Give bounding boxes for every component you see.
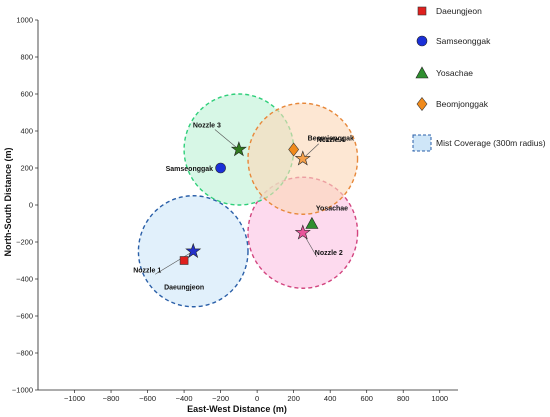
y-tick-label: −200 — [16, 238, 33, 247]
axes: −1000 −800 −600 −400 −200 0 200 400 600 800 1000 −1… — [12, 16, 458, 403]
nozzle-nozzle-1 — [185, 242, 202, 259]
y-tick-label: −600 — [16, 312, 33, 321]
y-tick-label: 0 — [29, 201, 33, 210]
x-tick-label: 400 — [324, 394, 337, 403]
annotation-daeungjeon: Daeungjeon — [164, 285, 204, 292]
y-tick-label: 400 — [20, 127, 33, 136]
coverage-circles — [137, 93, 359, 308]
x-axis-label: East-West Distance (m) — [187, 404, 287, 414]
legend: DaeungjeonSamseonggakYosachaeBeomjonggak… — [412, 6, 546, 152]
x-tick-label: 0 — [255, 394, 259, 403]
leader-nozzle-3 — [214, 129, 240, 150]
x-tick-label: 800 — [397, 394, 410, 403]
x-tick-label: −600 — [139, 394, 156, 403]
x-tick-label: 1000 — [431, 394, 448, 403]
markers — [179, 141, 319, 265]
nozzle-nozzle-4 — [294, 150, 311, 166]
marker-samseonggak — [215, 162, 226, 174]
x-tick-label: −800 — [103, 394, 120, 403]
y-tick-label: −400 — [16, 275, 33, 284]
x-tick-label: 200 — [287, 394, 300, 403]
y-axis-label: North-South Distance (m) — [3, 147, 13, 256]
y-tick-label: 1000 — [16, 16, 33, 25]
legend-label-samseonggak: Samseonggak — [436, 36, 491, 46]
marker-yosachae — [305, 216, 319, 229]
legend-label-mist-coverage-300m-radius: Mist Coverage (300m radius) — [436, 138, 546, 148]
x-tick-label: −1000 — [64, 394, 85, 403]
legend-swatch-mist-coverage — [412, 134, 432, 152]
legend-marker-yosachae — [415, 66, 429, 79]
nozzle-nozzle-3 — [230, 141, 247, 157]
marker-beomjonggak — [288, 142, 300, 157]
x-tick-label: −200 — [212, 394, 229, 403]
nozzle-nozzle-2 — [294, 224, 311, 240]
marker-daeungjeon — [179, 256, 189, 265]
y-tick-label: −1000 — [12, 386, 33, 395]
legend-label-daeungjeon: Daeungjeon — [436, 6, 482, 16]
legend-marker-samseonggak — [416, 35, 428, 47]
y-tick-label: 800 — [20, 53, 33, 62]
annotation-samseonggak: Samseonggak — [166, 166, 214, 173]
legend-label-beomjonggak: Beomjonggak — [436, 99, 489, 109]
annotation-yosachae: Yosachae — [316, 206, 348, 213]
x-tick-label: −400 — [176, 394, 193, 403]
annotations: Nozzle 3 Samseonggak Nczzle 4BeomjonggakYo… — [133, 123, 354, 292]
legend-marker-daeungjeon — [417, 6, 427, 16]
leader-nozzle-1 — [155, 250, 194, 275]
legend-marker-beomjonggak — [416, 97, 428, 111]
x-tick-label: 600 — [360, 394, 373, 403]
y-tick-label: −800 — [16, 349, 33, 358]
legend-label-yosachae: Yosachae — [436, 68, 473, 78]
annotation-beomjonggak: Beomjonggak — [308, 136, 354, 143]
y-tick-label: 200 — [20, 164, 33, 173]
annotation-nozzle-3: Nozzle 3 — [193, 123, 221, 130]
annotation-nczzle-4: Nczzle 4 — [317, 137, 345, 144]
annotation-nozzle-2: Nozzle 2 — [315, 250, 343, 257]
y-tick-label: 600 — [20, 90, 33, 99]
annotation-nozzle-1: Nozzle 1 — [133, 267, 161, 274]
